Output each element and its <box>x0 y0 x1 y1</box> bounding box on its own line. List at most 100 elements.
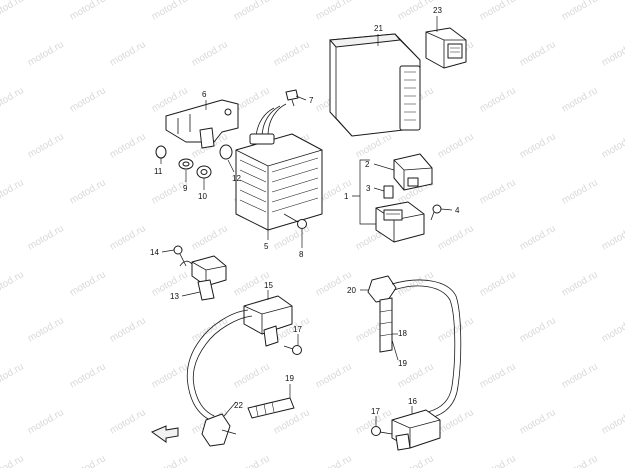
watermark-text: motod.ru <box>272 223 312 252</box>
relay-base-1[interactable] <box>375 201 425 243</box>
grommet-10[interactable] <box>196 165 212 179</box>
watermark-text: motod.ru <box>26 223 66 252</box>
ecm-module[interactable] <box>328 33 421 137</box>
callout-7: 7 <box>309 96 314 105</box>
bracket-6[interactable] <box>165 99 239 149</box>
spark-plug-19a[interactable] <box>247 397 295 419</box>
ignition-coil-16[interactable] <box>391 409 441 451</box>
callout-16: 16 <box>408 397 417 406</box>
watermark-text: motod.ru <box>150 85 190 114</box>
watermark-text: motod.ru <box>560 361 600 390</box>
watermark-text: motod.ru <box>436 407 476 436</box>
watermark-text: motod.ru <box>0 453 26 468</box>
watermark-text: motod.ru <box>518 223 558 252</box>
lead-18[interactable] <box>391 279 462 419</box>
callout-10: 10 <box>198 192 207 201</box>
watermark-text: motod.ru <box>314 0 354 23</box>
watermark-text: motod.ru <box>0 361 26 390</box>
watermark-text: motod.ru <box>600 407 625 436</box>
bolt-17b[interactable] <box>371 426 393 436</box>
bolt-14[interactable] <box>173 245 187 267</box>
callout-3: 3 <box>366 184 371 193</box>
watermark-text: motod.ru <box>560 177 600 206</box>
watermark-text: motod.ru <box>600 315 625 344</box>
watermark-text: motod.ru <box>190 315 230 344</box>
watermark-text: motod.ru <box>0 0 26 23</box>
watermark-text: motod.ru <box>150 453 190 468</box>
watermark-text: motod.ru <box>108 223 148 252</box>
watermark-text: motod.ru <box>560 0 600 23</box>
fuse-3[interactable] <box>383 185 394 199</box>
screw-4[interactable] <box>430 204 442 221</box>
callout-11: 11 <box>154 167 163 176</box>
watermark-text: motod.ru <box>314 453 354 468</box>
callout-21: 22 <box>234 401 243 410</box>
grommet-12[interactable] <box>219 144 233 160</box>
arrow-indicator <box>150 425 179 443</box>
collar-11[interactable] <box>155 145 167 159</box>
watermark-text: motod.ru <box>26 315 66 344</box>
callout-6: 6 <box>202 90 207 99</box>
plug-cap-20[interactable] <box>367 275 397 353</box>
callout-13: 13 <box>170 292 179 301</box>
callout-20: 20 <box>347 286 356 295</box>
watermark-text: motod.ru <box>68 85 108 114</box>
watermark-text: motod.ru <box>396 269 436 298</box>
watermark-text: motod.ru <box>518 131 558 160</box>
callout-numbers: 21 23 2 3 1 4 5 6 7 8 9 10 11 12 13 14 1… <box>150 6 460 416</box>
watermark-text: motod.ru <box>0 269 26 298</box>
watermark-text: motod.ru <box>190 223 230 252</box>
callout-18: 18 <box>398 329 407 338</box>
watermark-text: motod.ru <box>108 407 148 436</box>
relay-2[interactable] <box>393 153 433 191</box>
watermark-text: motod.ru <box>232 361 272 390</box>
bolt-8[interactable] <box>283 213 307 229</box>
callout-19b: 19 <box>398 359 407 368</box>
watermark-text: motod.ru <box>518 315 558 344</box>
bolt-7[interactable] <box>285 89 299 107</box>
watermark-text: motod.ru <box>518 407 558 436</box>
watermark-text: motod.ru <box>26 131 66 160</box>
watermark-text: motod.ru <box>354 131 394 160</box>
callout-9: 9 <box>183 184 188 193</box>
watermark-text: motod.ru <box>560 453 600 468</box>
washer-9[interactable] <box>178 158 194 170</box>
watermark-text: motod.ru <box>478 269 518 298</box>
watermark-text: motod.ru <box>26 407 66 436</box>
regulator-5[interactable] <box>235 103 323 231</box>
ignition-coil-15[interactable] <box>186 295 293 421</box>
watermark-text: motod.ru <box>396 453 436 468</box>
watermark-text: motod.ru <box>478 0 518 23</box>
watermark-text: motod.ru <box>68 0 108 23</box>
watermark-text: motod.ru <box>108 131 148 160</box>
watermark-text: motod.ru <box>0 85 26 114</box>
watermark-text: motod.ru <box>560 85 600 114</box>
plug-cap-21[interactable] <box>201 413 237 447</box>
callout-5: 5 <box>264 242 269 251</box>
connector-23[interactable] <box>425 27 467 69</box>
callout-15: 15 <box>264 281 273 290</box>
watermark-text: motod.ru <box>396 0 436 23</box>
sensor-13[interactable] <box>179 255 227 301</box>
watermark-text: motod.ru <box>478 361 518 390</box>
watermark-text: motod.ru <box>314 361 354 390</box>
watermark-text: motod.ru <box>190 39 230 68</box>
watermark-text: motod.ru <box>26 39 66 68</box>
callout-17b: 17 <box>371 407 380 416</box>
watermark-text: motod.ru <box>436 131 476 160</box>
watermark-text: motod.ru <box>68 453 108 468</box>
watermark-text: motod.ru <box>560 269 600 298</box>
watermark-text: motod.ru <box>108 39 148 68</box>
watermark-text: motod.ru <box>232 453 272 468</box>
watermark-text: motod.ru <box>436 223 476 252</box>
callout-19a: 19 <box>285 374 294 383</box>
watermark-text: motod.ru <box>232 0 272 23</box>
callout-4: 4 <box>455 206 460 215</box>
callout-17a: 17 <box>293 325 302 334</box>
watermark-text: motod.ru <box>600 131 625 160</box>
watermark-text: motod.ru <box>150 361 190 390</box>
bolt-17a[interactable] <box>283 345 302 355</box>
